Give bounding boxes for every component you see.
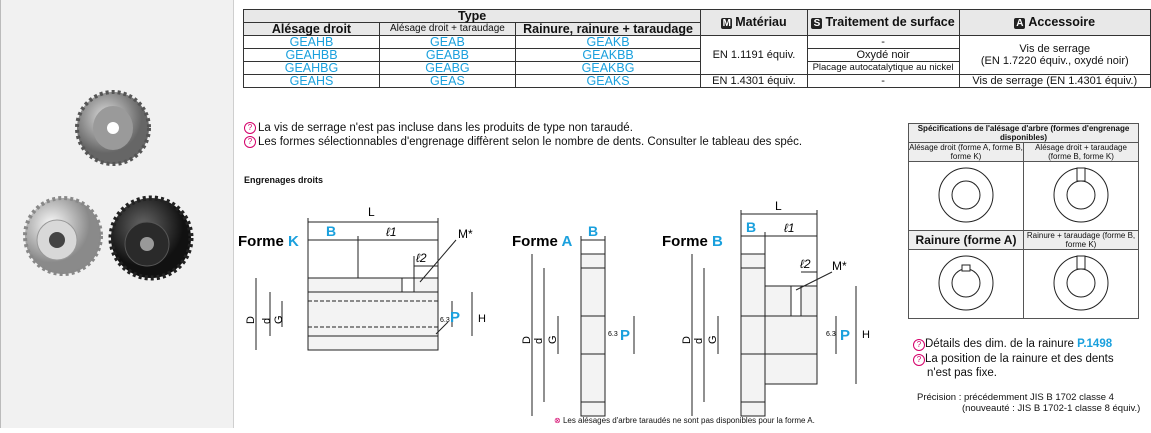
dim-P: P (450, 309, 460, 326)
bore-col-2: Alésage droit + taraudage (forme B, form… (1023, 142, 1139, 162)
roughness: 6.3 (826, 331, 836, 338)
svg-text:d: d (693, 338, 705, 344)
material-icon: M (721, 18, 733, 29)
roughness: 6.3 (608, 331, 618, 338)
code-cell[interactable]: GEABG (378, 61, 516, 75)
dim-L: L (775, 199, 782, 213)
position-note-cont: n'est pas fixe. (927, 367, 997, 379)
precision-note: Précision : précédemment JIS B 1702 clas… (917, 392, 1114, 403)
dim-l1: ℓ1 (784, 221, 795, 235)
keyway-detail-note: ?Détails des dim. de la rainure P.1498 (913, 338, 1112, 351)
surface-icon: S (811, 18, 823, 29)
tapped-note: ⊗ Les alésages d'arbre taraudés ne sont … (554, 416, 815, 425)
col-keyway: Rainure, rainure + taraudage (514, 22, 702, 36)
gear-photo-top (75, 90, 151, 166)
form-b-label: Forme B (662, 233, 723, 250)
code-cell[interactable]: GEAHBG (243, 61, 380, 75)
gear-photo-black (108, 195, 194, 281)
code-cell[interactable]: GEAKS (514, 74, 702, 88)
dim-l1: ℓ1 (386, 225, 397, 239)
bore-table-title: Spécifications de l'alésage d'arbre (for… (908, 123, 1139, 143)
precision-note-cont: (nouveauté : JIS B 1702-1 classe 8 équiv… (962, 403, 1141, 414)
bore-keyway-diagram (908, 249, 1024, 319)
accessory-1: Vis de serrage(EN 1.7220 équiv., oxydé n… (958, 35, 1151, 75)
dim-l2: ℓ2 (800, 257, 811, 271)
svg-text:D: D (521, 336, 533, 344)
surface-4: - (806, 74, 960, 88)
surface-1: - (806, 35, 960, 49)
surface-2: Oxydé noir (806, 48, 960, 62)
gear-photos (23, 90, 194, 281)
svg-text:H: H (478, 313, 486, 325)
dim-B: B (746, 219, 756, 235)
svg-text:d: d (261, 318, 273, 324)
dim-M: M* (832, 259, 847, 273)
section-title: Engrenages droits (244, 175, 324, 185)
code-cell[interactable]: GEABB (378, 48, 516, 62)
col-straight: Alésage droit (243, 22, 380, 36)
position-note: ?La position de la rainure et des dents (913, 353, 1114, 366)
bore-spec-table: Spécifications de l'alésage d'arbre (for… (908, 123, 1139, 319)
code-cell[interactable]: GEAHBB (243, 48, 380, 62)
info-icon: ? (244, 136, 256, 148)
accessory-2: Vis de serrage (EN 1.4301 équiv.) (958, 74, 1151, 88)
bore-col-1: Alésage droit (forme A, forme B, forme K… (908, 142, 1024, 162)
svg-text:D: D (681, 336, 693, 344)
gear-drawings: Forme K Forme A Forme B L L B B B ℓ1 ℓ1 … (238, 199, 870, 425)
form-a-label: Forme A (512, 233, 572, 250)
bore-keyway-tapped-diagram (1023, 249, 1139, 319)
page-ref-link[interactable]: P.1498 (1077, 338, 1113, 350)
code-cell[interactable]: GEAHB (243, 35, 380, 49)
form-k-drawing (255, 218, 473, 351)
dim-B: B (588, 223, 598, 239)
dim-P: P (840, 327, 850, 344)
form-k-label: Forme K (238, 233, 299, 250)
svg-text:G: G (547, 335, 559, 344)
type-header: Type (242, 9, 702, 23)
form-a-drawing (531, 236, 635, 417)
dim-letters: D d G H D d G D d G H (245, 313, 870, 344)
dim-M: M* (458, 227, 473, 241)
code-cell[interactable]: GEAKB (514, 35, 702, 49)
note-1: ?La vis de serrage n'est pas incluse dan… (244, 122, 633, 135)
svg-text:D: D (245, 316, 257, 324)
dim-L: L (368, 205, 375, 219)
dim-B: B (326, 223, 336, 239)
info-icon: ? (913, 354, 925, 366)
bore-col-3: Rainure (forme A) (908, 230, 1024, 250)
dim-l2: ℓ2 (416, 251, 427, 265)
svg-text:G: G (707, 335, 719, 344)
code-cell[interactable]: GEAB (378, 35, 516, 49)
gear-photo-silver (23, 196, 103, 276)
code-cell[interactable]: GEAKBG (514, 61, 702, 75)
bore-col-4: Rainure + taraudage (forme B, forme K) (1023, 230, 1139, 250)
bore-straight-diagram (908, 161, 1024, 231)
form-b-drawing (691, 210, 857, 417)
bore-tapped-diagram (1023, 161, 1139, 231)
material-stainless: EN 1.4301 équiv. (700, 74, 808, 88)
info-icon: ? (913, 339, 925, 351)
col-tapped: Alésage droit + taraudage (378, 22, 516, 36)
code-cell[interactable]: GEAKBB (514, 48, 702, 62)
product-photo-panel (1, 0, 234, 428)
info-icon: ? (244, 122, 256, 134)
accessory-icon: A (1014, 18, 1026, 29)
code-cell[interactable]: GEAS (378, 74, 516, 88)
material-steel: EN 1.1191 équiv. (700, 35, 808, 75)
dim-P: P (620, 327, 630, 344)
roughness: 6.3 (440, 317, 450, 324)
svg-text:d: d (533, 338, 545, 344)
svg-text:H: H (862, 329, 870, 341)
surface-3: Placage autocatalytique au nickel (806, 61, 960, 75)
svg-text:G: G (273, 315, 285, 324)
code-cell[interactable]: GEAHS (243, 74, 380, 88)
note-2: ?Les formes sélectionnables d'engrenage … (244, 136, 802, 149)
